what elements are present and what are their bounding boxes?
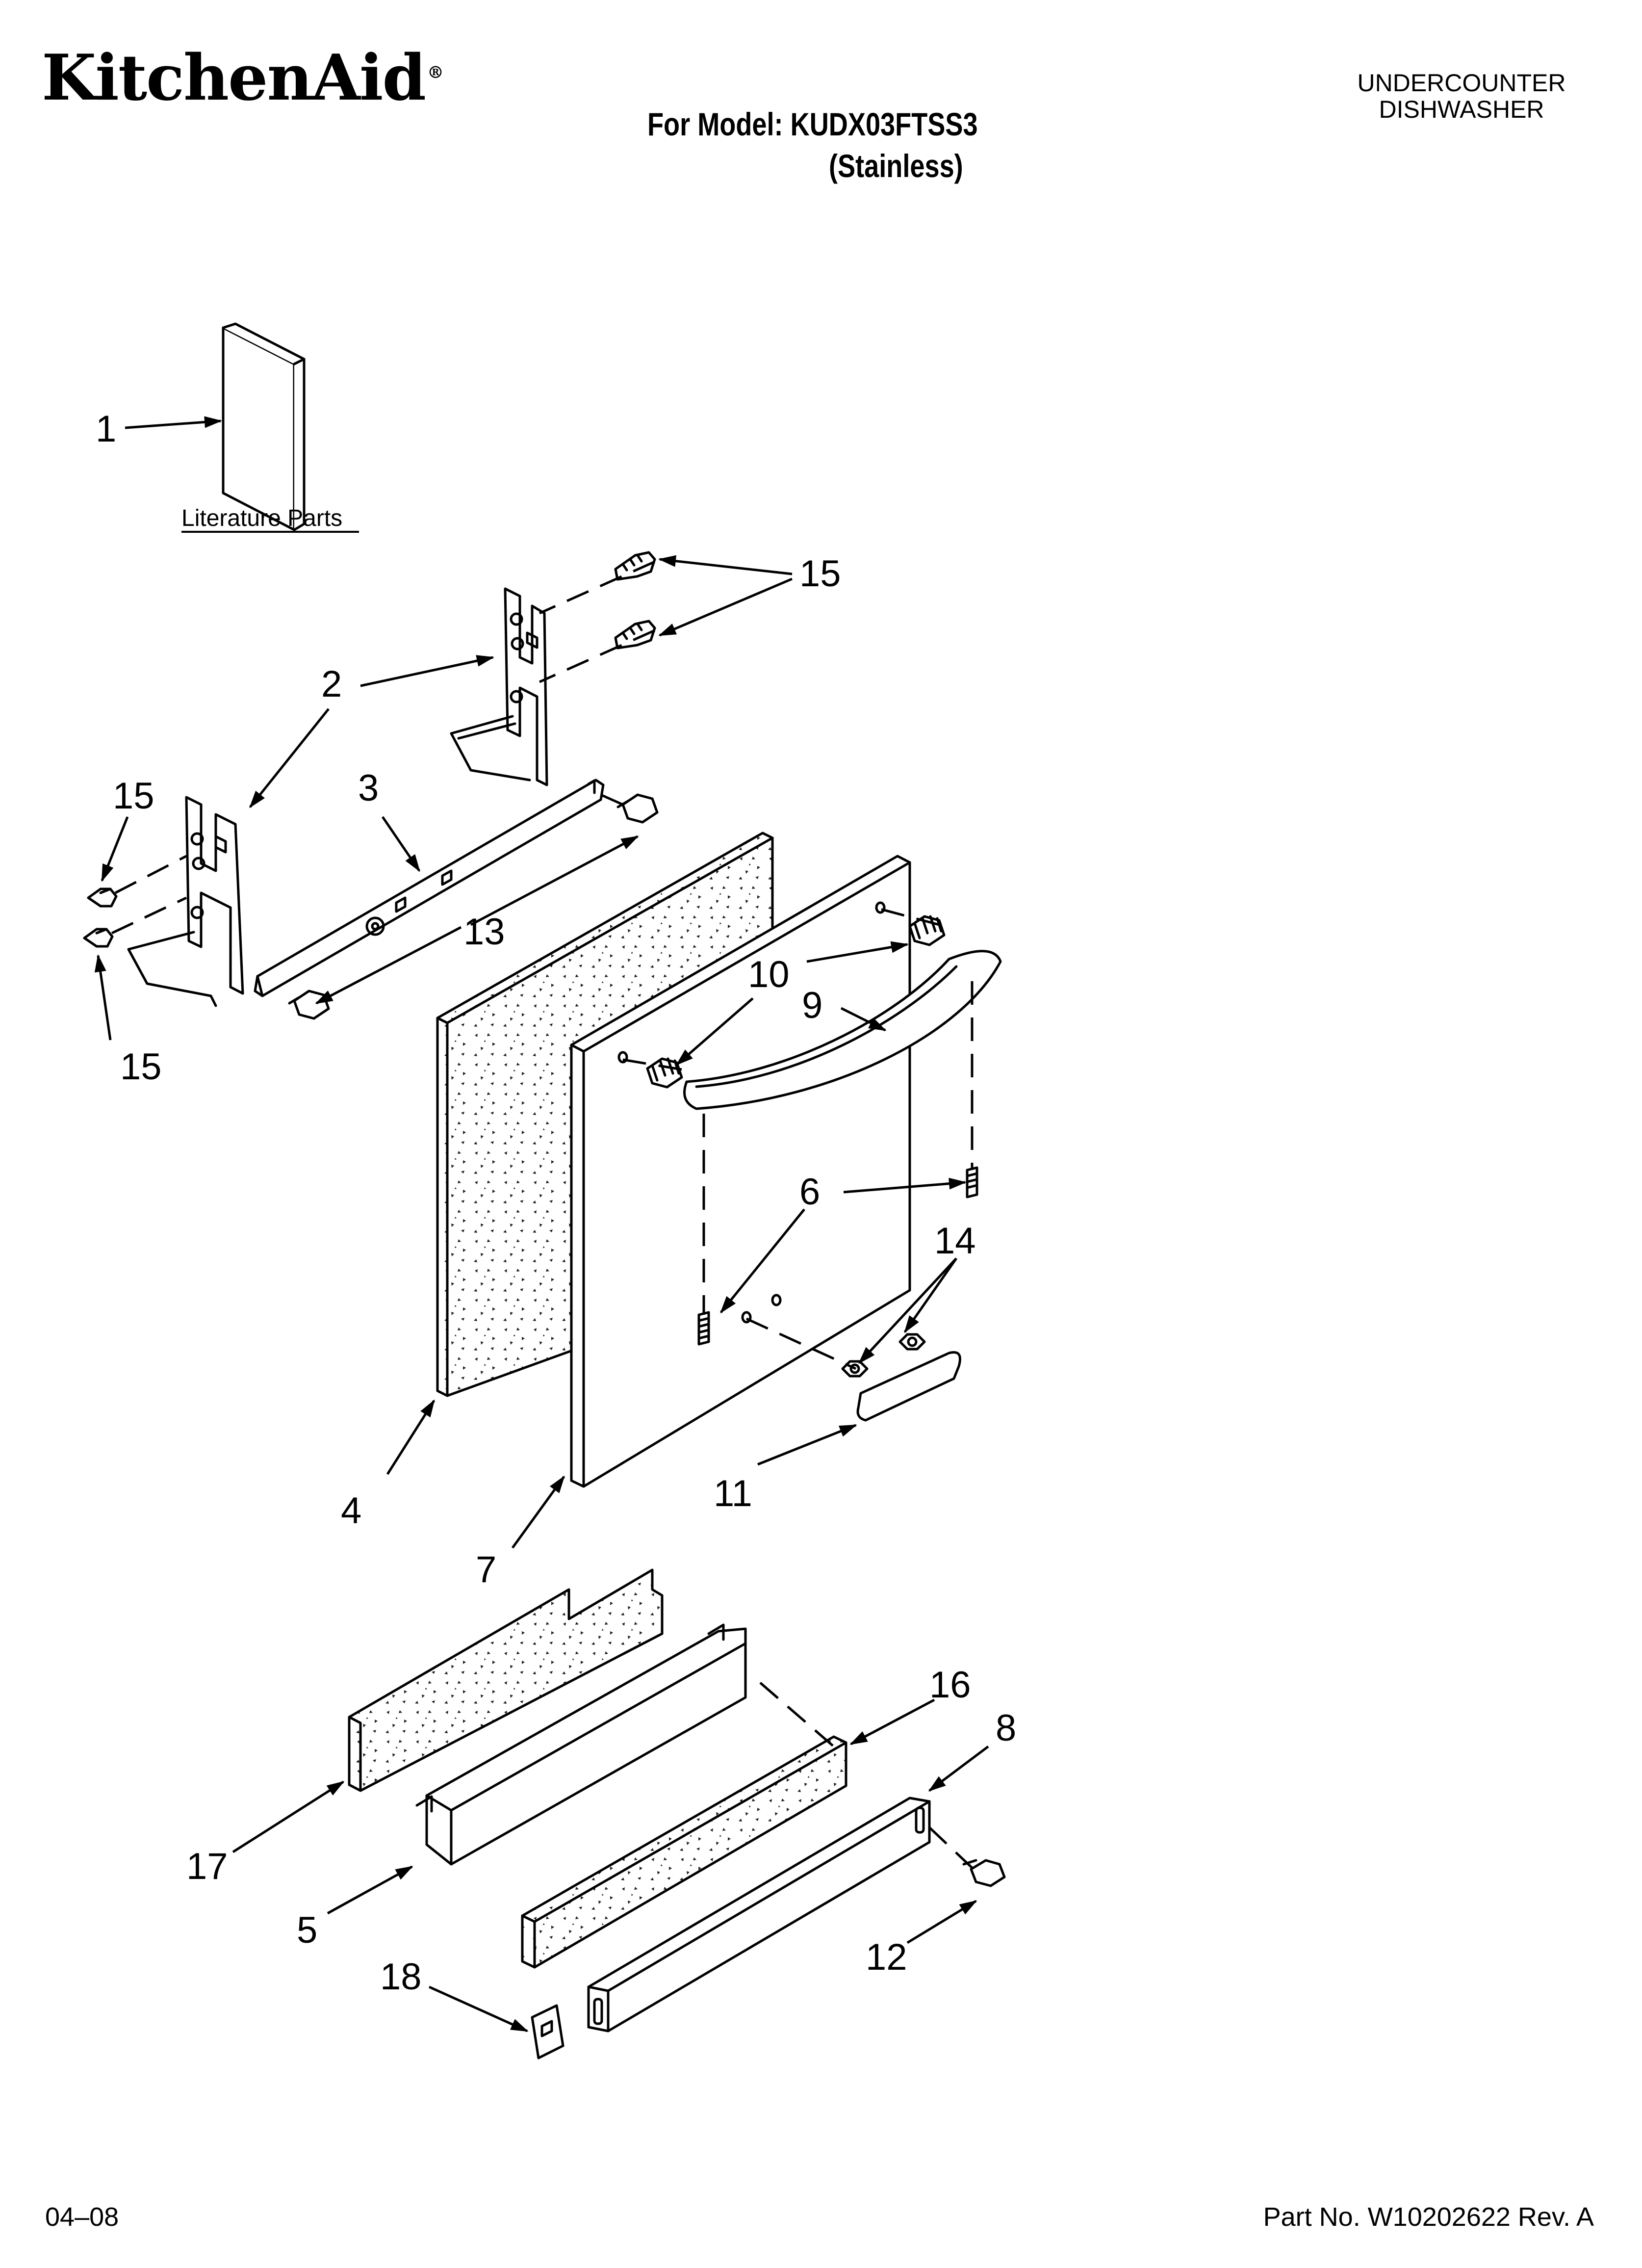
mounting-bracket-left-part-2 xyxy=(127,796,244,1007)
part-number: Part No. W10202622 Rev. A xyxy=(1263,2202,1594,2232)
callout-8: 8 xyxy=(996,1707,1016,1749)
callout-11: 11 xyxy=(714,1473,752,1514)
literature-booklet-part-1 xyxy=(222,322,306,531)
handle-screw-part-6-right xyxy=(966,1166,978,1199)
callout-15-top: 15 xyxy=(799,553,841,595)
date-code: 04–08 xyxy=(45,2202,119,2232)
callout-14: 14 xyxy=(934,1220,976,1262)
callout-15-bottom: 15 xyxy=(120,1046,162,1088)
screw-part-15-left-2 xyxy=(83,928,114,948)
callout-13: 13 xyxy=(463,911,505,953)
screw-part-13-top xyxy=(616,793,659,824)
callout-12: 12 xyxy=(866,1936,907,1978)
toe-panel-insulation-part-17 xyxy=(348,1568,664,1792)
kick-plate-part-5 xyxy=(415,1623,747,1866)
product-type-line-2: DISHWASHER xyxy=(1379,96,1544,123)
lower-insulation-part-16 xyxy=(521,1735,847,1969)
product-type: UNDERCOUNTER DISHWASHER xyxy=(1324,70,1599,123)
callout-10: 10 xyxy=(748,954,790,995)
brand-logo: KitchenAid® xyxy=(42,47,444,109)
literature-parts-label: Literature Parts xyxy=(181,505,342,531)
callout-9: 9 xyxy=(802,985,822,1026)
callout-16: 16 xyxy=(929,1664,971,1706)
hex-nut-part-14-right xyxy=(898,1333,926,1351)
product-type-line-1: UNDERCOUNTER xyxy=(1357,69,1566,97)
model-variant: (Stainless) xyxy=(829,148,963,184)
screw-part-12 xyxy=(962,1859,1006,1887)
registered-mark: ® xyxy=(427,63,444,83)
callout-6: 6 xyxy=(799,1171,820,1213)
lower-trim-piece-part-11 xyxy=(856,1351,961,1422)
handle-screw-part-6-left xyxy=(697,1311,710,1346)
callout-1: 1 xyxy=(96,408,116,450)
callout-4: 4 xyxy=(341,1490,361,1532)
assembly-guide-lines xyxy=(111,560,975,1870)
outer-door-panel-part-7 xyxy=(570,855,911,1488)
door-handle-part-9 xyxy=(683,950,1002,1110)
toe-panel-part-8 xyxy=(587,1797,931,2033)
model-line: For Model: KUDX03FTSS3 xyxy=(647,106,978,142)
callout-17: 17 xyxy=(186,1846,228,1887)
callout-7: 7 xyxy=(476,1549,496,1590)
clip-part-18 xyxy=(531,2004,564,2059)
callout-15-left: 15 xyxy=(113,775,154,817)
screw-part-15-left-1 xyxy=(87,887,118,908)
callout-3: 3 xyxy=(358,767,379,809)
mounting-bracket-right-part-2 xyxy=(450,587,548,786)
handle-standoff-part-10-left xyxy=(646,1057,683,1089)
brand-name: KitchenAid xyxy=(42,41,426,115)
screw-part-15-top-2 xyxy=(614,620,656,650)
top-trim-rail-part-3 xyxy=(254,779,605,997)
screw-part-13-bottom xyxy=(288,990,330,1020)
callout-2: 2 xyxy=(321,663,342,705)
callout-18: 18 xyxy=(380,1956,422,1998)
leader-arrows xyxy=(94,416,989,2033)
callout-5: 5 xyxy=(297,1909,317,1951)
screw-part-15-top-1 xyxy=(614,551,656,581)
